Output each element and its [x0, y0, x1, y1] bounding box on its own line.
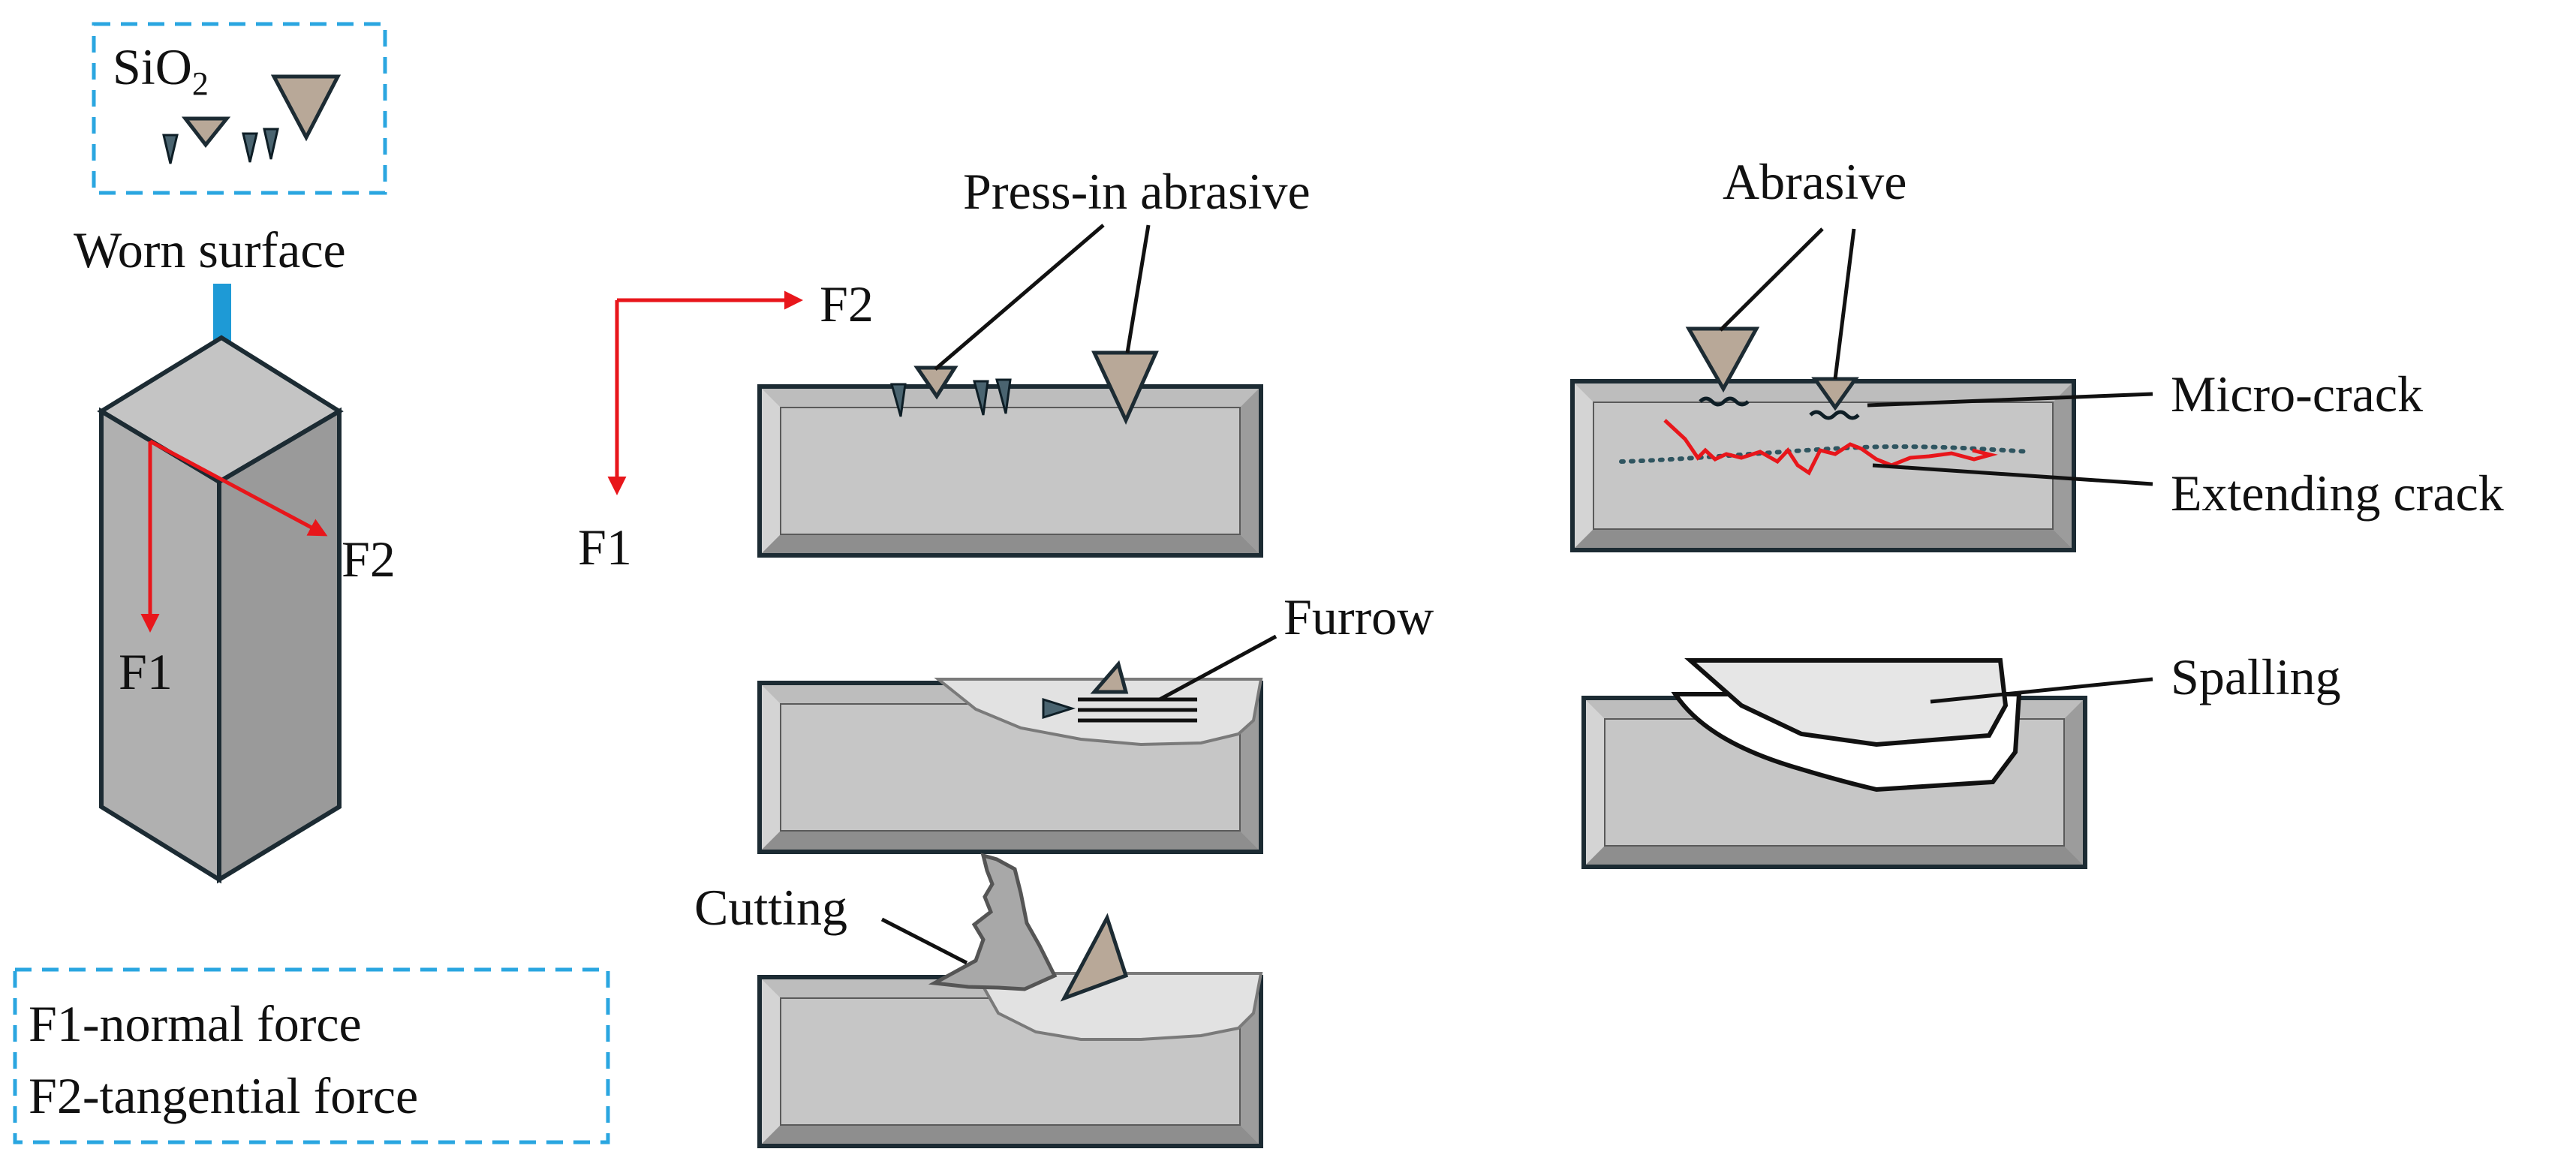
micro-crack-label: Micro-crack — [2171, 365, 2423, 423]
cutting-leader — [880, 917, 968, 965]
press-in-leader — [1125, 224, 1151, 353]
furrow-label: Furrow — [1283, 588, 1434, 645]
extending-crack-dotted — [1619, 444, 2033, 464]
micro-crack-leader — [1867, 392, 2153, 408]
abrasive-small-icon — [162, 134, 179, 164]
press-in-block — [757, 384, 1263, 558]
pillar-f1-label: F1 — [119, 643, 173, 700]
spall-chip — [1684, 658, 2009, 747]
abrasive-medium-icon — [181, 116, 231, 149]
axes-f1-label: F1 — [578, 519, 632, 576]
legend-f2-text: F2-tangential force — [29, 1067, 418, 1124]
cutting-abrasive — [1060, 913, 1129, 1002]
press-in-small-abrasive — [995, 378, 1012, 414]
micro-crack-line — [1809, 410, 1860, 420]
micro-crack-line — [1699, 396, 1750, 407]
extending-crack-leader — [1872, 463, 2153, 486]
press-in-leader — [934, 224, 1105, 371]
furrow-small-abrasive — [1042, 697, 1076, 720]
abrasive-small-icon — [242, 132, 258, 163]
abrasive-label: Abrasive — [1723, 153, 1906, 210]
spalling-label: Spalling — [2171, 648, 2341, 705]
extending-crack-red — [1663, 419, 1998, 476]
force-legend-box — [13, 967, 610, 1144]
abrasive-large-icon — [270, 74, 342, 142]
press-in-small-abrasive — [973, 380, 989, 416]
pillar-f2-arrow — [149, 439, 328, 537]
sio2-legend-box — [92, 22, 387, 195]
pillar-right-face — [217, 407, 342, 884]
axes-f2-label: F2 — [820, 275, 874, 332]
extending-crack-label: Extending crack — [2171, 465, 2504, 522]
furrow-abrasive — [1090, 660, 1129, 694]
press-in-small-abrasive — [890, 383, 907, 417]
furrow-leader — [1158, 634, 1277, 702]
abrasive-leader — [1833, 228, 1856, 380]
sio2-label: SiO2 — [113, 38, 209, 102]
cutting-groove — [973, 972, 1263, 1041]
press-in-label: Press-in abrasive — [963, 163, 1311, 220]
legend-f1-text: F1-normal force — [29, 995, 362, 1052]
worn-surface-label: Worn surface — [74, 221, 346, 278]
cutting-label: Cutting — [694, 879, 847, 936]
cutting-chip — [928, 853, 1058, 991]
pillar-f2-label: F2 — [342, 531, 396, 588]
press-in-large-abrasive — [1091, 350, 1159, 426]
crack-block — [1570, 379, 2076, 552]
abrasive-leader — [1719, 227, 1824, 332]
spalling-leader — [1930, 677, 2153, 704]
abrasive-small-icon — [263, 128, 279, 160]
